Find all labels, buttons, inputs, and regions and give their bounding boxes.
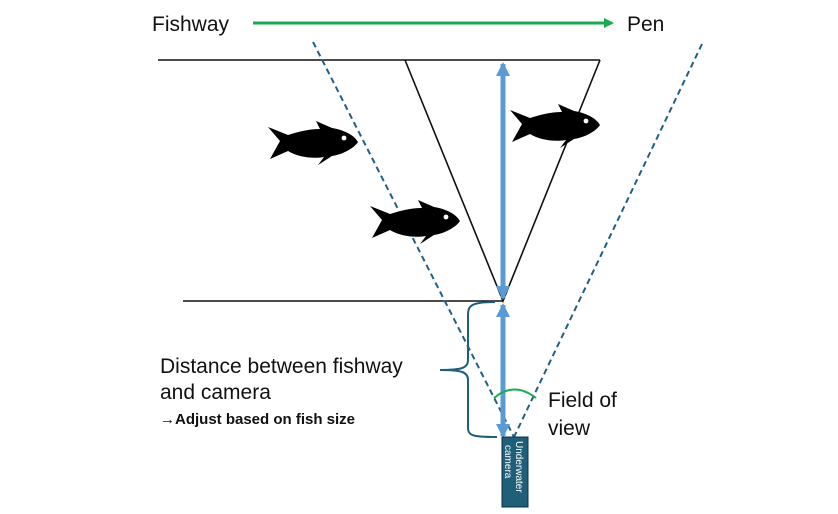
distance-label-line1: Distance between fishway — [160, 355, 403, 378]
camera-label-line2: camera — [502, 445, 513, 479]
fishway-label: Fishway — [152, 13, 230, 36]
camera-label-line1: Underwater — [513, 441, 524, 493]
fish-icon — [510, 104, 600, 148]
fov-angle-arc — [493, 388, 537, 399]
adjust-note: →Adjust based on fish size — [160, 411, 355, 428]
fish-icon — [268, 121, 358, 165]
fov-label-line2: view — [548, 417, 591, 440]
distance-label-line2: and camera — [160, 381, 271, 404]
fov-left-boundary — [312, 41, 515, 438]
fish-icon — [370, 200, 460, 244]
fov-label-line1: Field of — [548, 389, 617, 412]
underwater-camera — [501, 436, 529, 508]
pen-label: Pen — [627, 13, 664, 36]
distance-bracket — [439, 301, 498, 438]
fov-right-boundary — [513, 43, 703, 438]
